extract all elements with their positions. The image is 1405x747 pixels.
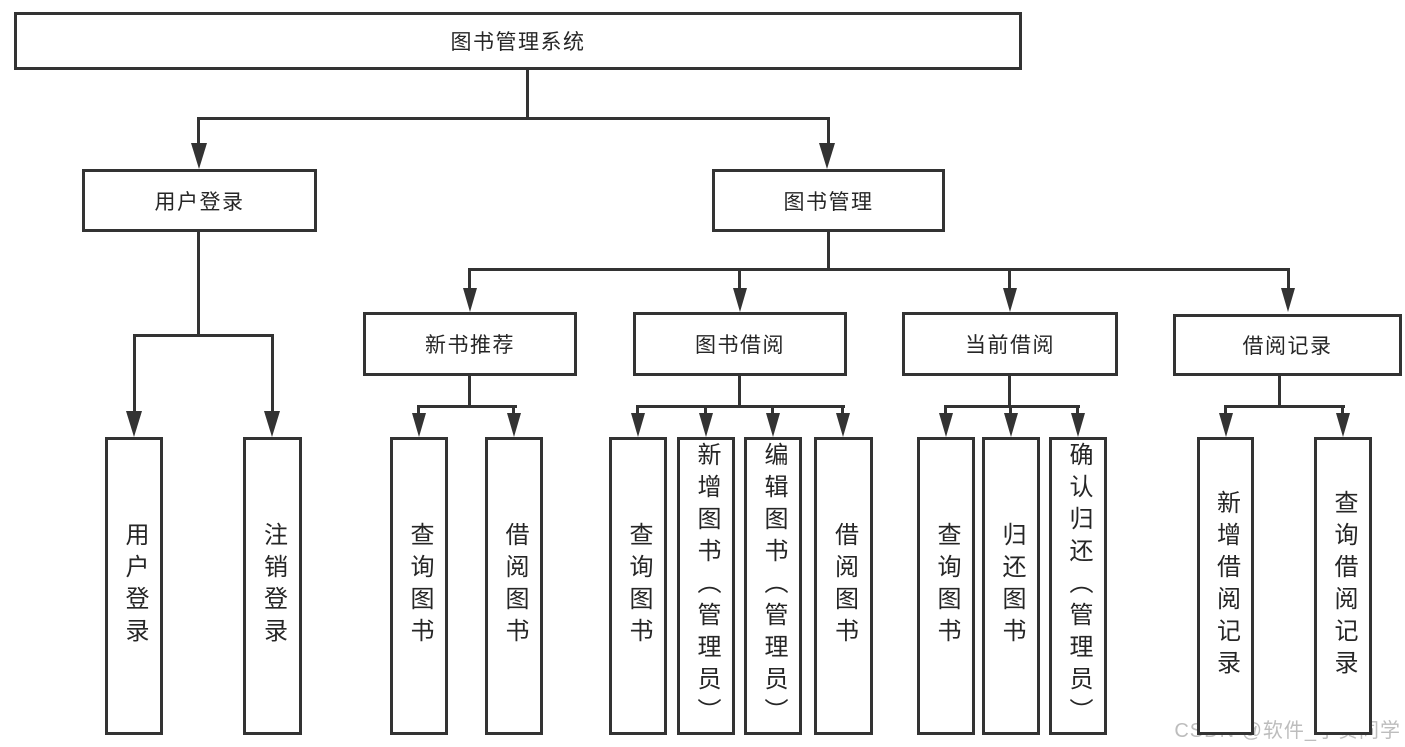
connector-line: [738, 376, 741, 408]
connector-line: [197, 117, 830, 120]
connector-line: [827, 117, 830, 151]
arrow-down-icon: [412, 413, 426, 437]
leaf-edit-books-admin: 编辑图书（管理员）: [744, 437, 802, 735]
connector-line: [1278, 376, 1281, 408]
connector-line: [1008, 376, 1011, 408]
node-book-management: 图书管理: [712, 169, 945, 232]
connector-line: [197, 117, 200, 151]
arrow-down-icon: [264, 411, 280, 437]
leaf-return-books: 归还图书: [982, 437, 1040, 735]
connector-line: [197, 232, 200, 337]
connector-line: [468, 376, 471, 408]
connector-line: [133, 334, 136, 414]
leaf-borrow-books: 借阅图书: [814, 437, 873, 735]
arrow-down-icon: [1003, 288, 1017, 312]
arrow-down-icon: [836, 413, 850, 437]
arrow-down-icon: [766, 413, 780, 437]
connector-line: [827, 232, 830, 271]
leaf-user-login: 用户登录: [105, 437, 163, 735]
node-current-borrow: 当前借阅: [902, 312, 1118, 376]
node-root: 图书管理系统: [14, 12, 1022, 70]
node-borrow-records: 借阅记录: [1173, 314, 1402, 376]
arrow-down-icon: [1071, 413, 1085, 437]
arrow-down-icon: [733, 288, 747, 312]
leaf-confirm-return-admin: 确认归还（管理员）: [1049, 437, 1107, 735]
arrow-down-icon: [1219, 413, 1233, 437]
arrow-down-icon: [939, 413, 953, 437]
arrow-down-icon: [507, 413, 521, 437]
leaf-query-books-recommend: 查询图书: [390, 437, 448, 735]
arrow-down-icon: [1336, 413, 1350, 437]
arrow-down-icon: [191, 143, 207, 169]
arrow-down-icon: [1004, 413, 1018, 437]
connector-line: [468, 268, 1290, 271]
leaf-add-borrow-record: 新增借阅记录: [1197, 437, 1254, 735]
connector-line: [526, 70, 529, 119]
connector-line: [636, 405, 845, 408]
connector-line: [738, 268, 741, 294]
connector-line: [133, 334, 274, 337]
connector-line: [944, 405, 1080, 408]
node-new-book-recommend: 新书推荐: [363, 312, 577, 376]
connector-line: [1287, 268, 1290, 294]
arrow-down-icon: [1281, 288, 1295, 312]
arrow-down-icon: [463, 288, 477, 312]
connector-line: [1224, 405, 1345, 408]
leaf-logout: 注销登录: [243, 437, 302, 735]
arrow-down-icon: [126, 411, 142, 437]
leaf-query-books-current: 查询图书: [917, 437, 975, 735]
node-book-borrow: 图书借阅: [633, 312, 847, 376]
leaf-borrow-books-recommend: 借阅图书: [485, 437, 543, 735]
leaf-query-borrow-record: 查询借阅记录: [1314, 437, 1372, 735]
connector-line: [271, 334, 274, 414]
arrow-down-icon: [631, 413, 645, 437]
connector-line: [417, 405, 517, 408]
leaf-add-books-admin: 新增图书（管理员）: [677, 437, 735, 735]
arrow-down-icon: [699, 413, 713, 437]
node-user-login: 用户登录: [82, 169, 317, 232]
arrow-down-icon: [819, 143, 835, 169]
connector-line: [1008, 268, 1011, 294]
leaf-query-books-borrow: 查询图书: [609, 437, 667, 735]
connector-line: [468, 268, 471, 294]
